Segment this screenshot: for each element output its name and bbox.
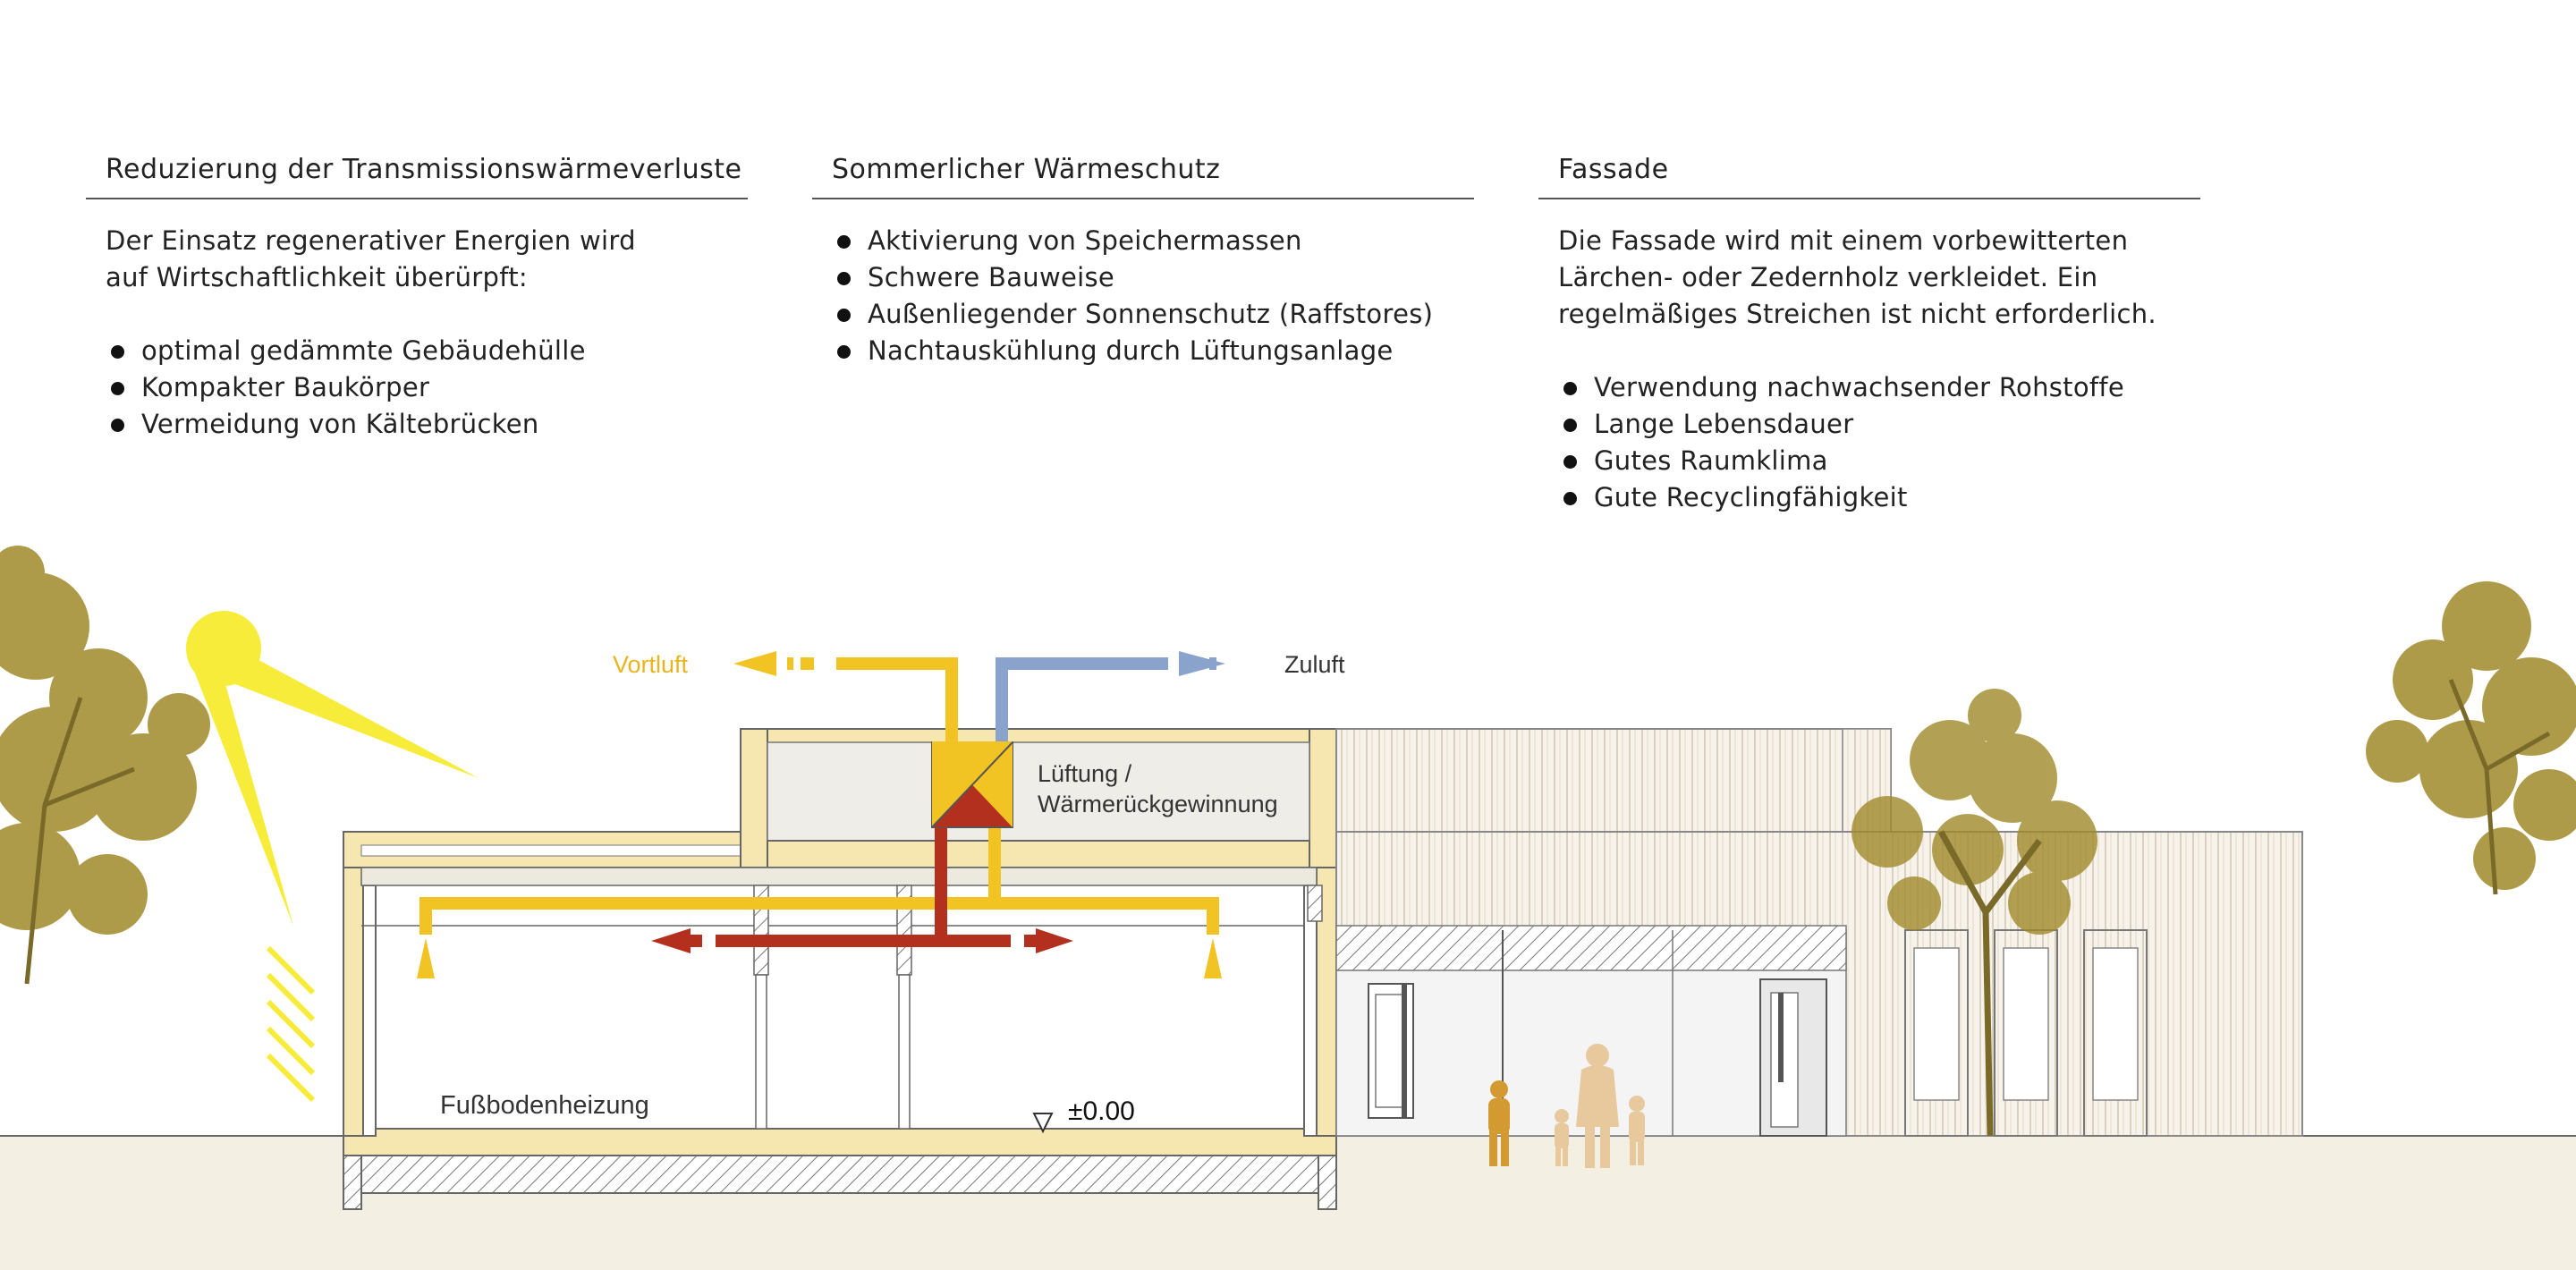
bullet-item: Nachtauskühlung durch Lüftungsanlage (832, 333, 1474, 369)
bullet-item: Vermeidung von Kältebrücken (106, 406, 748, 443)
supply-distribution-ducts (651, 827, 1073, 953)
intro-line: Der Einsatz regenerativer Energien wird (106, 225, 636, 256)
bullet-item: Lange Lebensdauer (1558, 406, 2200, 443)
bullet-item: optimal gedämmte Gebäudehülle (106, 333, 748, 369)
bullet-item: Verwendung nachwachsender Rohstoffe (1558, 369, 2200, 406)
bullet-item: Gutes Raumklima (1558, 443, 2200, 479)
intro-line: Lärchen- oder Zedernholz verkleidet. Ein (1558, 262, 2098, 292)
text-column-transmission: Reduzierung der Transmissionswärmeverlus… (86, 154, 748, 443)
intro-line: auf Wirtschaftlichkeit überürpft: (106, 262, 528, 292)
intro-line: Die Fassade wird mit einem vorbewitterte… (1558, 225, 2129, 256)
facade-tree (1852, 689, 2097, 935)
column-title: Fassade (1538, 154, 2200, 199)
tree-left (0, 546, 210, 935)
level-marker-icon (1032, 1113, 1054, 1134)
heat-recovery-unit (931, 741, 1013, 828)
label-zuluft: Zuluft (1284, 651, 1345, 678)
tree-left-branches (24, 697, 135, 985)
bullet-item: Gute Recyclingfähigkeit (1558, 479, 2200, 516)
tree-right (2366, 581, 2576, 890)
facade-elevation (1335, 728, 2303, 1137)
text-column-summer-protection: Sommerlicher Wärmeschutz Aktivierung von… (812, 154, 1474, 369)
column-title: Reduzierung der Transmissionswärmeverlus… (86, 154, 748, 199)
supply-air-ducts (996, 651, 1225, 747)
bullet-item: Kompakter Baukörper (106, 369, 748, 406)
label-fussbodenheizung: Fußbodenheizung (440, 1091, 649, 1120)
bullet-item: Außenliegender Sonnenschutz (Raffstores) (832, 296, 1474, 333)
bullet-item: Aktivierung von Speichermassen (832, 223, 1474, 259)
label-lueftung-1: Lüftung / (1038, 760, 1132, 787)
intro-line: regelmäßiges Streichen ist nicht erforde… (1558, 299, 2157, 329)
text-column-facade: Fassade Die Fassade wird mit einem vorbe… (1538, 154, 2200, 516)
label-vortluft: Vortluft (613, 651, 689, 678)
sun-icon (186, 611, 479, 1103)
label-lueftung-2: Wärmerückgewinnung (1038, 791, 1278, 817)
label-level: ±0.00 (1068, 1096, 1135, 1126)
building-cut-section (343, 728, 1337, 1210)
people-silhouettes (1488, 1044, 1645, 1168)
column-title: Sommerlicher Wärmeschutz (812, 154, 1474, 199)
bullet-item: Schwere Bauweise (832, 259, 1474, 296)
